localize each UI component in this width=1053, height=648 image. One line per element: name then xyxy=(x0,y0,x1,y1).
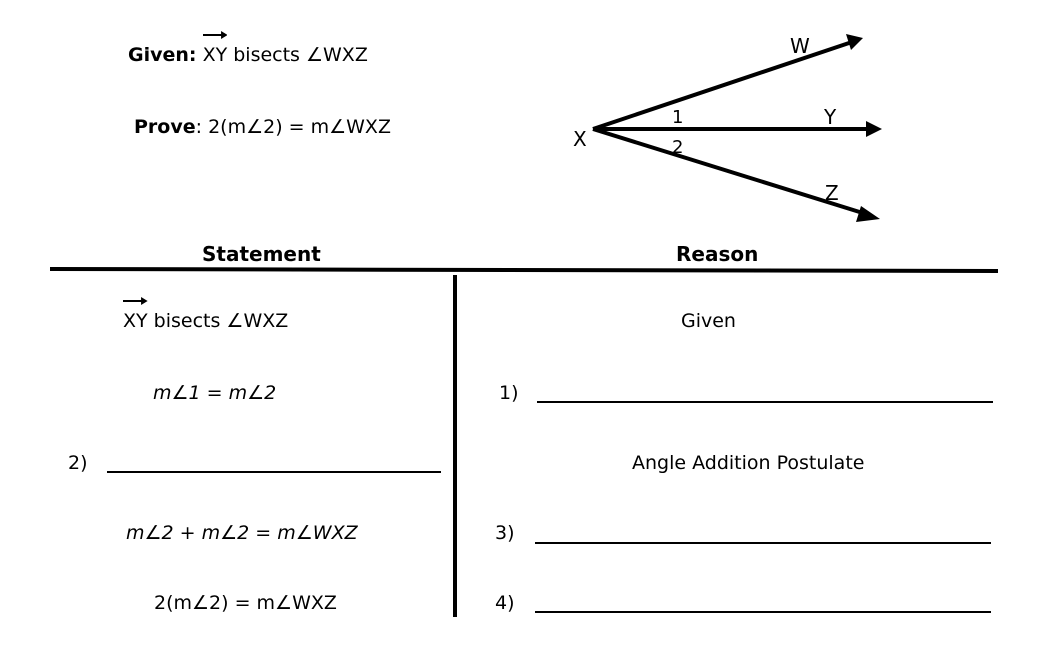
prove-line: Prove: 2(m∠2) = m∠WXZ xyxy=(134,116,391,138)
ray-xw xyxy=(592,40,853,131)
vertex-label-x: X xyxy=(573,127,587,151)
angle-label-1: 1 xyxy=(672,107,683,128)
column-divider xyxy=(453,275,457,617)
statement-blank-2-number: 2) xyxy=(68,452,88,474)
reason-row-1: Given xyxy=(681,310,736,332)
reason-blank-4-number: 4) xyxy=(495,592,515,614)
reason-header: Reason xyxy=(676,242,759,266)
reason-blank-4[interactable] xyxy=(535,611,991,613)
ray-label-z: Z xyxy=(825,181,839,205)
reason-blank-1-number: 1) xyxy=(499,382,519,404)
header-divider xyxy=(49,267,999,273)
ray-arrow-icon xyxy=(202,31,228,39)
statement-row-5: 2(m∠2) = m∠WXZ xyxy=(154,592,337,614)
reason-blank-1[interactable] xyxy=(537,401,993,403)
prove-text: : 2(m∠2) = m∠WXZ xyxy=(195,116,391,138)
ray-arrow-icon xyxy=(123,297,148,305)
arrowhead-y-icon xyxy=(866,121,882,137)
ray-xy: XY xyxy=(123,297,148,332)
arrowhead-z-icon xyxy=(856,206,880,222)
reason-blank-3-number: 3) xyxy=(495,522,515,544)
angle-diagram: X W Y Z 1 2 xyxy=(573,34,882,222)
statement-header: Statement xyxy=(202,242,321,266)
reason-row-3: Angle Addition Postulate xyxy=(632,452,865,474)
ray-label-w: W xyxy=(790,34,810,58)
statement-row-1: XY bisects ∠WXZ xyxy=(123,297,288,332)
given-text: bisects ∠WXZ xyxy=(227,44,368,66)
ray-xy: XY xyxy=(202,31,228,66)
arrowhead-w-icon xyxy=(846,34,863,50)
given-label: Given: xyxy=(128,44,197,66)
prove-label: Prove xyxy=(134,116,196,138)
ray-xz xyxy=(592,127,867,216)
reason-blank-3[interactable] xyxy=(535,542,991,544)
statement-row-2: m∠1 = m∠2 xyxy=(153,382,277,404)
angle-label-2: 2 xyxy=(672,137,683,158)
statement-blank-2[interactable] xyxy=(107,471,441,473)
ray-label-y: Y xyxy=(823,105,837,129)
statement-row-4: m∠2 + m∠2 = m∠WXZ xyxy=(126,522,358,544)
given-line: Given: XY bisects ∠WXZ xyxy=(128,31,368,66)
